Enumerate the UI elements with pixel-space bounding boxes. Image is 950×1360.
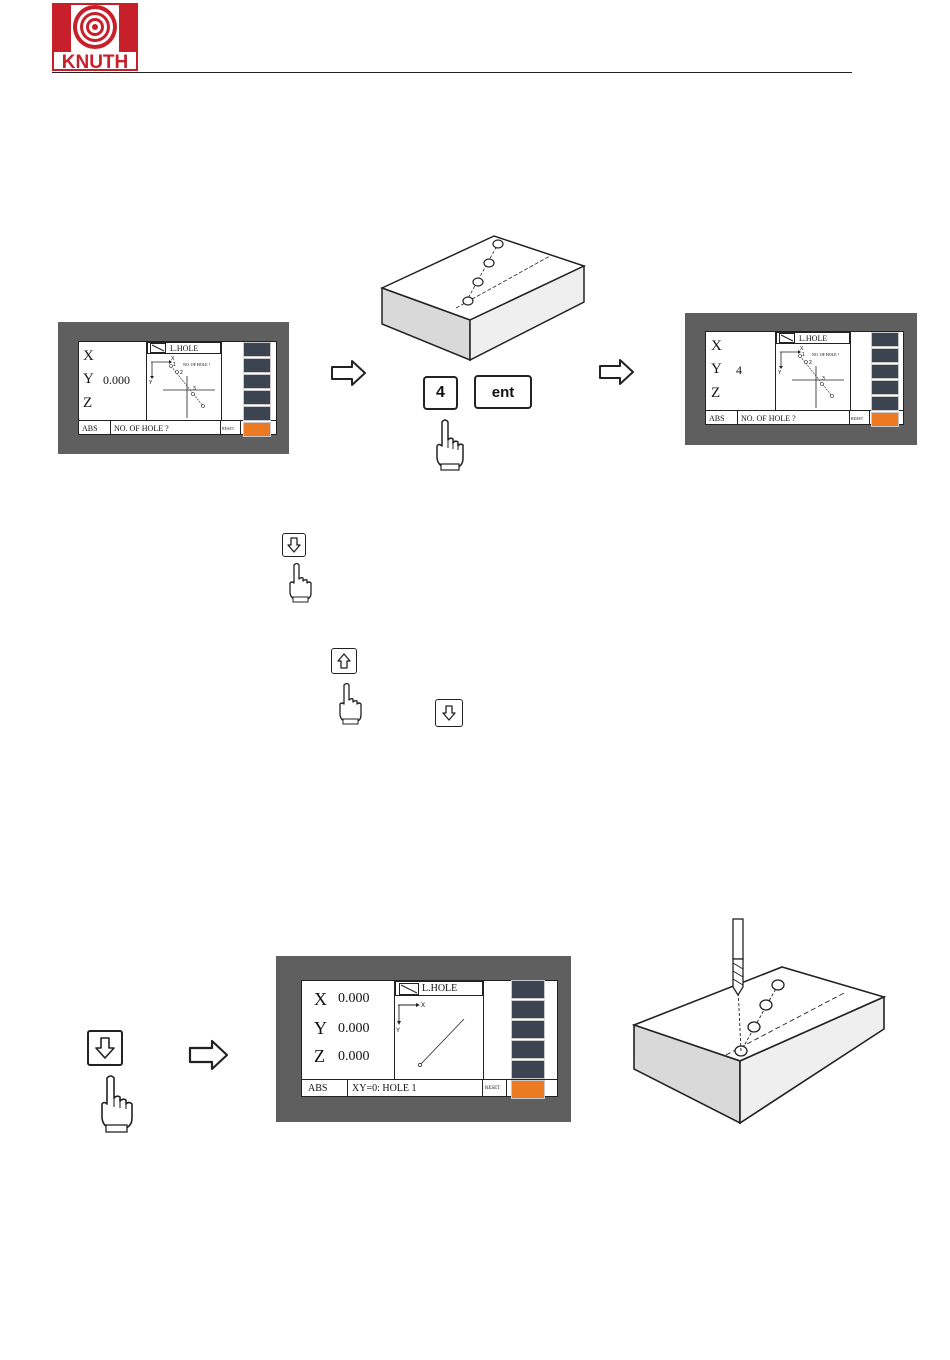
up-arrow-icon [337,653,351,669]
side-key-column [221,342,222,420]
mode-title-text: L.HOLE [422,983,457,994]
line-hole-icon [779,333,795,343]
down-arrow-key[interactable] [435,699,463,727]
pointing-hand-icon [286,562,316,604]
number-4-key[interactable]: 4 [423,376,458,410]
mode-title-text: L.HOLE [170,344,198,353]
down-arrow-icon [287,537,301,553]
down-arrow-icon [442,705,456,721]
enter-key[interactable]: ent [474,375,532,409]
axis-y-label: Y [711,361,722,378]
axis-x-label: X [83,348,94,365]
soft-key-3[interactable] [511,1020,545,1039]
axis-x-value: 0.000 [338,991,370,1007]
mode-title: L.HOLE [776,332,850,344]
axis-z-label: Z [83,395,92,412]
line-hole-icon [150,343,166,353]
soft-keys-1 [243,342,271,437]
soft-key-4[interactable] [511,1040,545,1059]
reset-label: RESET [850,411,870,425]
status-prompt: NO. OF HOLE ? [111,421,221,435]
soft-key-3[interactable] [871,364,899,379]
soft-key-2[interactable] [871,348,899,363]
soft-key-1[interactable] [243,342,271,357]
axis-y-value: 0.000 [338,1021,370,1037]
soft-key-5[interactable] [871,396,899,411]
mode-title: L.HOLE [147,342,221,354]
axis-y-value: 0.000 [103,373,130,388]
soft-key-1[interactable] [511,980,545,999]
header-rule [52,72,852,73]
dro-display-3: X 0.000 Y 0.000 Z 0.000 L.HOLE X Y ABS X… [276,956,571,1122]
svg-text:1: 1 [173,362,176,368]
hole-diagram-3: X Y [396,999,482,1077]
pointing-hand-icon [432,418,466,472]
svg-text:X: X [421,1003,425,1009]
status-mode: ABS [79,421,111,435]
svg-text:Y: Y [149,380,153,386]
hole-diagram-2: X Y 1 2 3 NO. OF HOLE ? [778,346,848,408]
side-key-column [850,332,851,410]
status-prompt: XY=0: HOLE 1 [348,1080,483,1097]
svg-text:Y: Y [778,370,782,376]
mode-title: L.HOLE [395,981,483,996]
axis-y-label: Y [83,371,94,388]
workpiece-drilling [630,917,888,1127]
soft-keys-2 [871,332,899,427]
soft-key-3[interactable] [243,374,271,389]
line-hole-icon [399,983,419,995]
down-arrow-key[interactable] [87,1030,123,1066]
soft-key-6[interactable] [871,412,899,427]
workpiece-block-1 [378,226,586,362]
soft-keys-3 [511,980,545,1099]
axis-z-value: 0.000 [338,1049,370,1065]
mode-title-text: L.HOLE [799,334,827,343]
status-mode: ABS [302,1080,348,1097]
dro-display-1: X Y 0.000 Z L.HOLE X Y 1 2 3 NO. OF HOLE… [58,322,289,454]
axis-y-value: 4 [736,363,742,378]
logo-text: KNUTH [62,52,129,73]
soft-key-4[interactable] [243,390,271,405]
reset-label: RESET [483,1080,507,1097]
svg-text:NO. OF HOLE ?: NO. OF HOLE ? [812,352,840,357]
axis-z-label: Z [711,385,720,402]
axis-z-label: Z [314,1046,325,1067]
soft-key-6[interactable] [243,422,271,437]
dro-display-2: X Y 4 Z L.HOLE X Y 1 2 3 NO. OF HOLE ? [685,313,917,445]
svg-text:3: 3 [193,386,196,392]
drill-bit-icon [733,919,743,995]
pointing-hand-icon [96,1074,136,1134]
status-mode: ABS [706,411,738,425]
side-key-column [483,981,484,1079]
up-arrow-key[interactable] [331,648,357,674]
svg-text:Y: Y [396,1028,400,1034]
flow-arrow-3 [188,1039,230,1071]
down-arrow-icon [95,1037,115,1059]
svg-text:NO. OF HOLE ?: NO. OF HOLE ? [183,362,211,367]
status-prompt: NO. OF HOLE ? [738,411,850,425]
axis-x-label: X [711,338,722,355]
flow-arrow-2 [598,358,636,386]
hole-diagram-1: X Y 1 2 3 NO. OF HOLE ? [149,356,219,418]
axis-y-label: Y [314,1018,327,1039]
soft-key-2[interactable] [243,358,271,373]
reset-label: RESET [221,421,241,435]
svg-text:3: 3 [822,376,825,382]
soft-key-5[interactable] [511,1060,545,1079]
soft-key-1[interactable] [871,332,899,347]
flow-arrow-1 [330,359,368,387]
down-arrow-key[interactable] [282,533,306,557]
svg-text:2: 2 [809,360,812,366]
pointing-hand-icon [336,682,366,727]
soft-key-2[interactable] [511,1000,545,1019]
svg-text:2: 2 [180,370,183,376]
soft-key-5[interactable] [243,406,271,421]
soft-key-4[interactable] [871,380,899,395]
knuth-logo: KNUTH [52,3,138,71]
axis-x-label: X [314,989,327,1010]
svg-text:1: 1 [802,352,805,358]
soft-key-6[interactable] [511,1080,545,1099]
